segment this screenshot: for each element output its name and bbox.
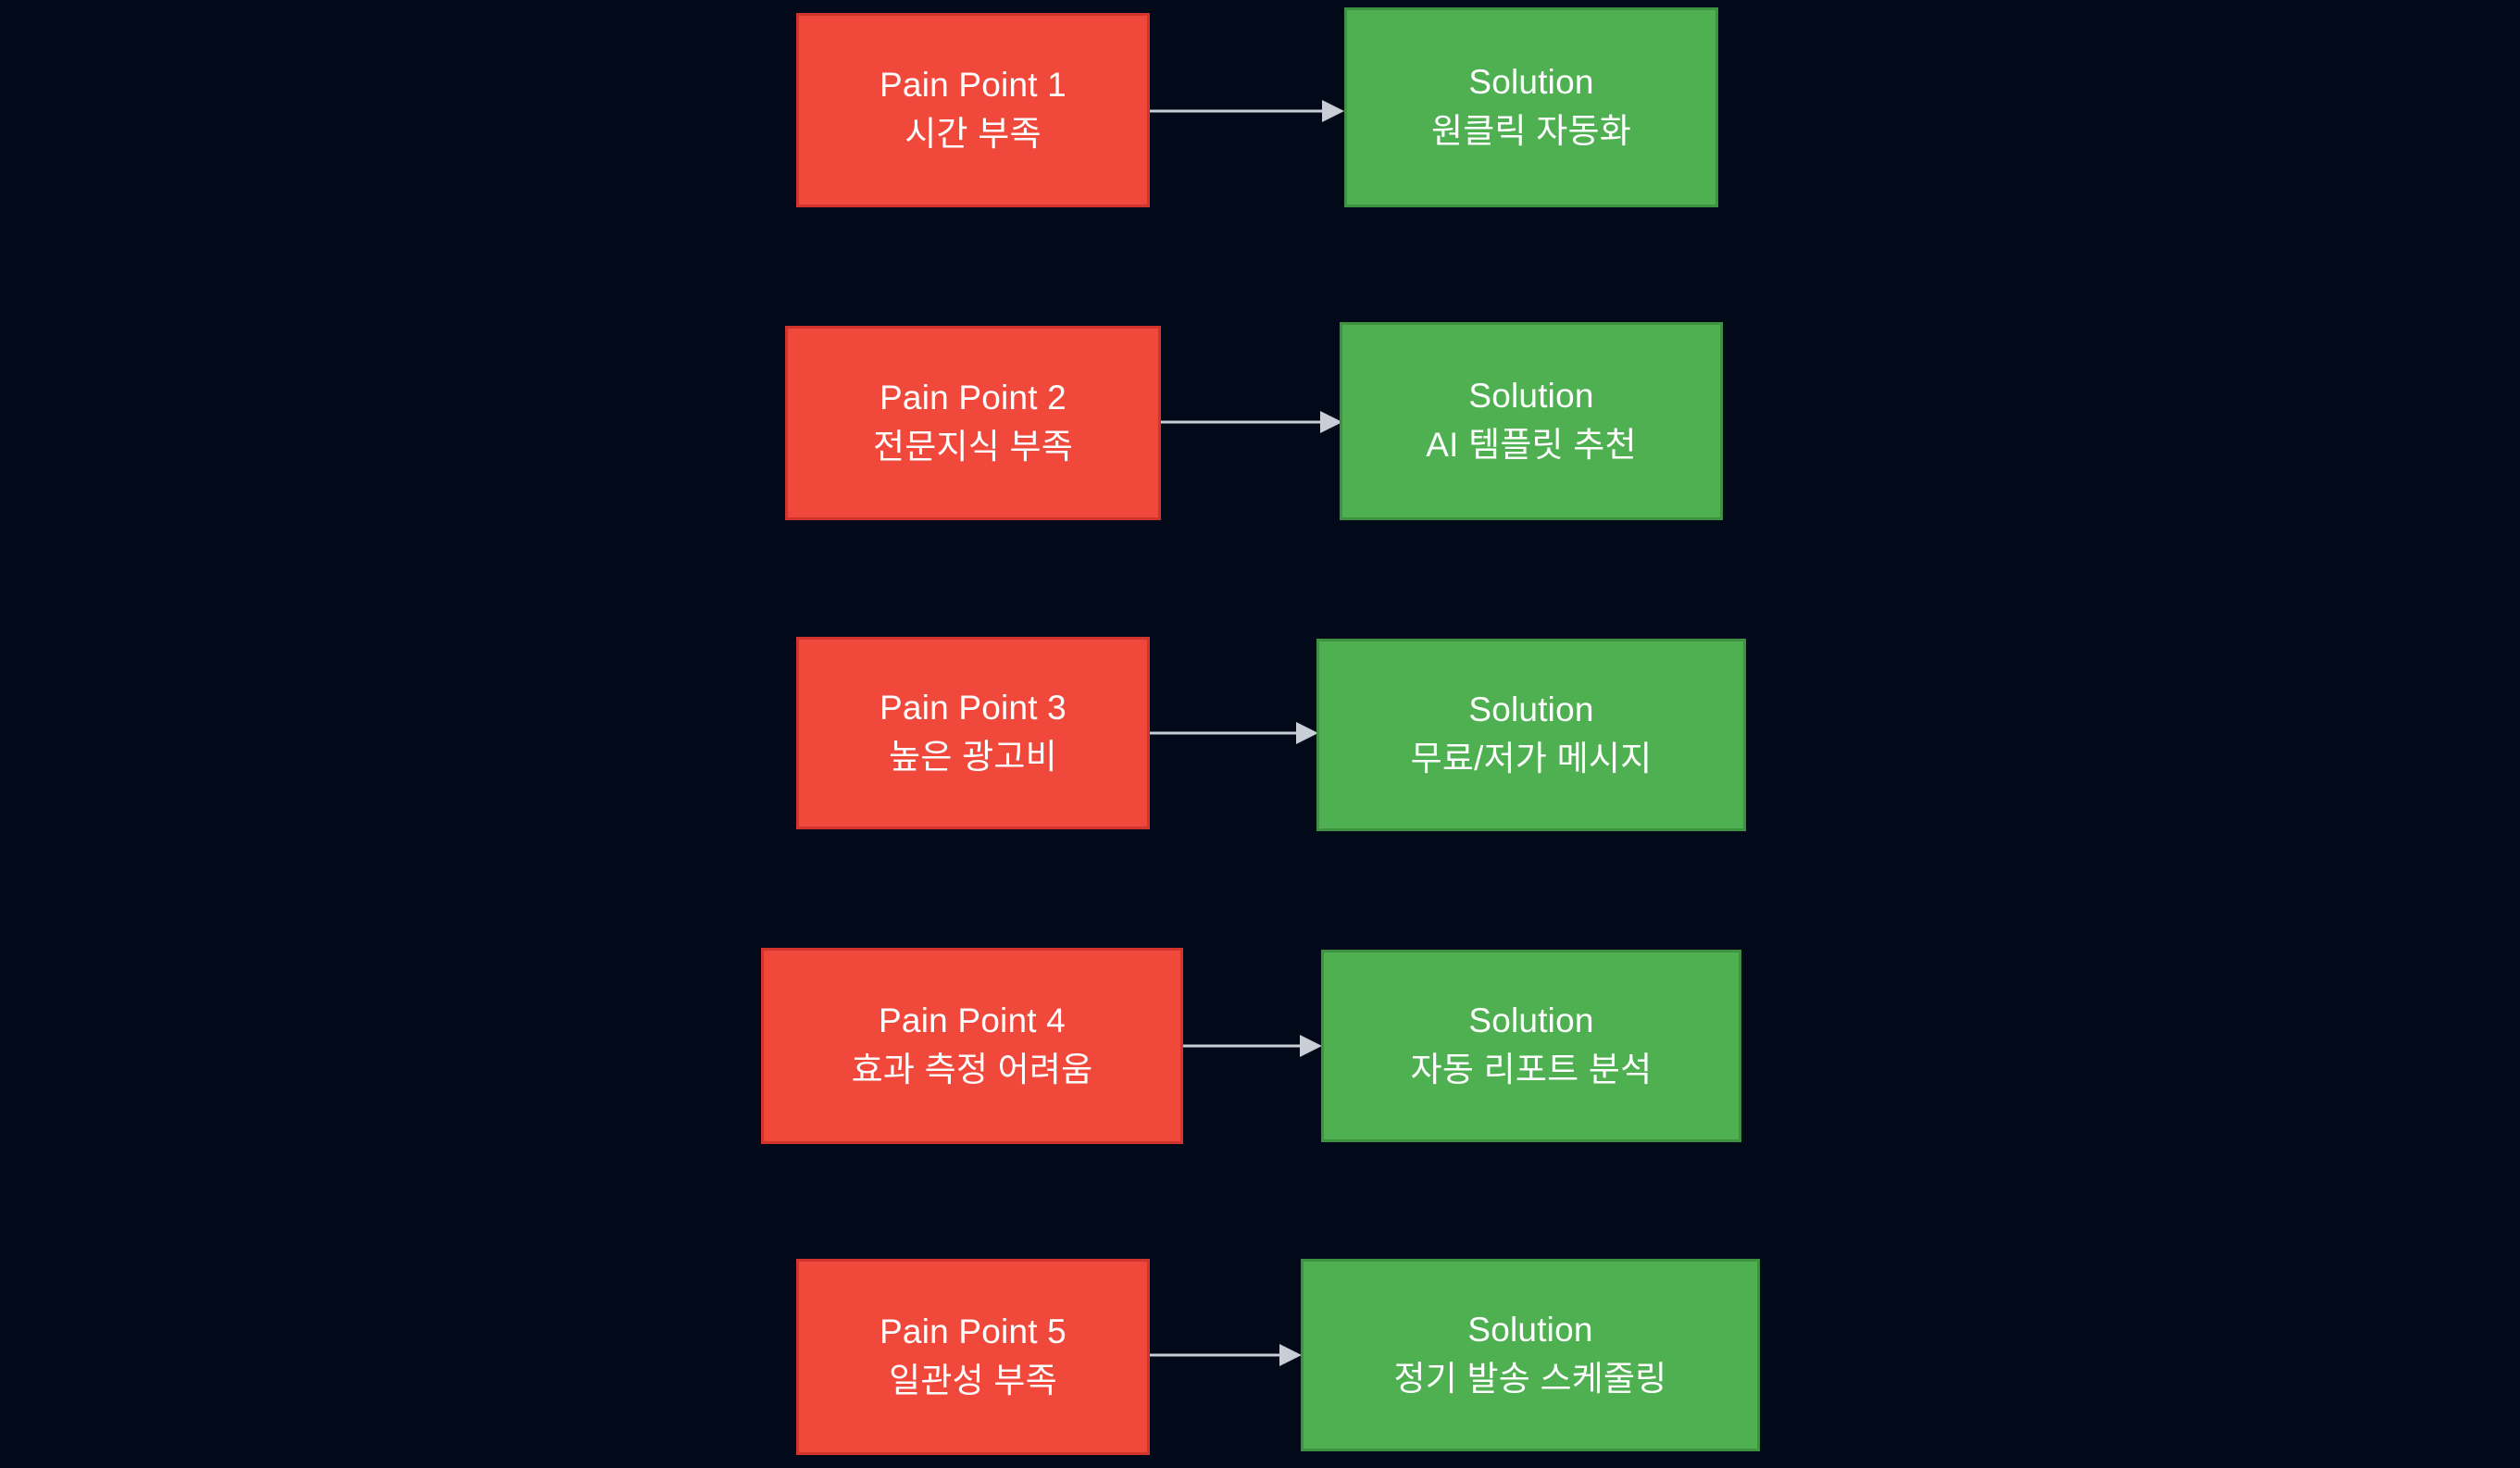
node-title: Solution xyxy=(1468,690,1594,729)
node-detail: 일관성 부족 xyxy=(889,1362,1057,1400)
node-detail: AI 템플릿 추천 xyxy=(1426,426,1637,464)
node-detail: 원클릭 자동화 xyxy=(1431,112,1631,150)
node-detail: 전문지식 부족 xyxy=(873,428,1073,466)
node-title: Pain Point 5 xyxy=(880,1312,1067,1351)
node-pain-point-4[interactable]: Pain Point 4 효과 측정 어려움 xyxy=(761,948,1183,1144)
node-title: Solution xyxy=(1467,1311,1593,1350)
edge-pain-1-to-solution-1 xyxy=(1150,93,1344,130)
node-solution-4[interactable]: Solution 자동 리포트 분석 xyxy=(1321,950,1741,1142)
node-pain-point-3[interactable]: Pain Point 3 높은 광고비 xyxy=(796,637,1150,829)
node-solution-3[interactable]: Solution 무료/저가 메시지 xyxy=(1316,639,1746,831)
edge-pain-3-to-solution-3 xyxy=(1150,715,1318,752)
node-pain-point-1[interactable]: Pain Point 1 시간 부족 xyxy=(796,13,1150,207)
node-detail: 정기 발송 스케줄링 xyxy=(1393,1360,1667,1398)
node-detail: 효과 측정 어려움 xyxy=(851,1051,1093,1089)
node-title: Pain Point 2 xyxy=(880,379,1067,417)
edge-pain-5-to-solution-5 xyxy=(1150,1337,1302,1374)
node-solution-1[interactable]: Solution 원클릭 자동화 xyxy=(1344,7,1718,207)
node-detail: 시간 부족 xyxy=(904,115,1042,153)
node-pain-point-5[interactable]: Pain Point 5 일관성 부족 xyxy=(796,1259,1150,1455)
node-solution-5[interactable]: Solution 정기 발송 스케줄링 xyxy=(1301,1259,1760,1451)
node-title: Pain Point 4 xyxy=(879,1001,1066,1040)
edge-pain-2-to-solution-2 xyxy=(1161,404,1342,441)
node-detail: 무료/저가 메시지 xyxy=(1410,740,1653,778)
node-title: Pain Point 1 xyxy=(880,66,1067,105)
node-detail: 높은 광고비 xyxy=(889,738,1057,776)
node-title: Pain Point 3 xyxy=(880,689,1067,728)
node-pain-point-2[interactable]: Pain Point 2 전문지식 부족 xyxy=(785,326,1161,520)
node-detail: 자동 리포트 분석 xyxy=(1410,1051,1653,1089)
node-title: Solution xyxy=(1468,63,1594,102)
edge-pain-4-to-solution-4 xyxy=(1183,1027,1322,1064)
node-solution-2[interactable]: Solution AI 템플릿 추천 xyxy=(1340,322,1723,520)
node-title: Solution xyxy=(1468,1001,1594,1040)
node-title: Solution xyxy=(1468,377,1594,416)
